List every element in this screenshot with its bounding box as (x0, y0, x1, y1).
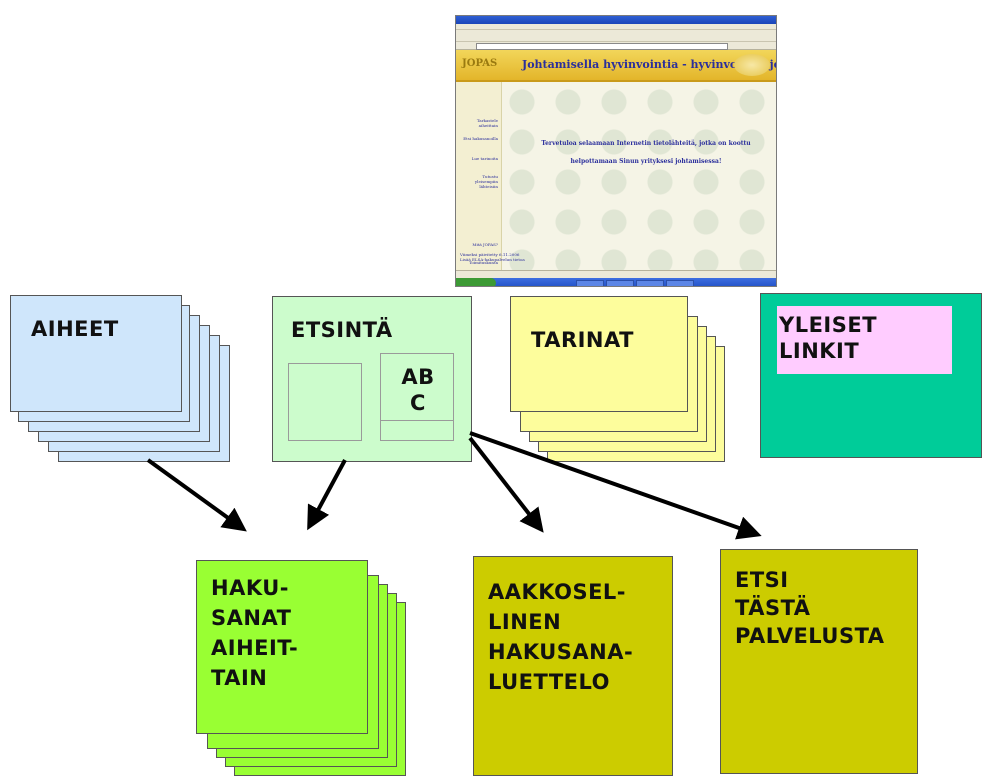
taskbar-item (606, 280, 634, 286)
browser-status-bar (456, 270, 776, 278)
etsinta-box: ETSINTÄ AB C (272, 296, 472, 462)
arrow-aiheet-to-hakusanat (146, 458, 247, 532)
site-title: Johtamisella hyvinvointia - hyvinvointia… (522, 58, 776, 71)
windows-taskbar (456, 278, 776, 286)
start-button (456, 278, 496, 286)
arrow-etsinta-to-hakusanat (307, 459, 347, 531)
etsi-palvelusta-box: ETSI TÄSTÄ PALVELUSTA (720, 549, 918, 774)
taskbar-item (576, 280, 604, 286)
browser-toolbar (456, 30, 776, 42)
taskbar-item (636, 280, 664, 286)
welcome-line-2: helpottamaan Sinun yrityksesi johtamises… (570, 158, 722, 165)
etsinta-label: ETSINTÄ (291, 318, 393, 342)
sidebar-link-5: Mitä JOPAS? (472, 242, 498, 247)
site-footer: Viimeksi päivitetty 6.11.2006 Lisää ELSA… (460, 252, 525, 262)
aiheet-card: AIHEET (10, 295, 182, 412)
yleiset-label-bg: YLEISET LINKIT (777, 306, 952, 374)
hakusanat-label: HAKU- SANAT AIHEIT- TAIN (211, 576, 299, 690)
footer-line-1: Viimeksi päivitetty 6.11.2006 (460, 252, 520, 257)
banner-decoration (734, 54, 770, 76)
site-logo: JOPAS (462, 58, 498, 69)
aakkosellinen-box: AAKKOSEL- LINEN HAKUSANA- LUETTELO (473, 556, 673, 776)
browser-title-bar (456, 16, 776, 24)
site-banner: JOPAS Johtamisella hyvinvointia - hyvinv… (456, 50, 776, 82)
yleiset-linkit-box: YLEISET LINKIT (760, 293, 982, 458)
site-content: Tervetuloa selaamaan Internetin tietoläh… (502, 82, 776, 270)
tarinat-label: TARINAT (531, 328, 634, 352)
website-screenshot: JOPAS Johtamisella hyvinvointia - hyvinv… (455, 15, 777, 287)
footer-line-2: Lisää ELSA-hakupalvelun tietoa (460, 257, 525, 262)
aiheet-label: AIHEET (31, 317, 119, 341)
browser-menu-bar (456, 24, 776, 30)
arrow-etsinta-to-etsi (469, 431, 762, 540)
welcome-line-1: Tervetuloa selaamaan Internetin tietoläh… (541, 140, 751, 147)
yleiset-label: YLEISET LINKIT (779, 313, 878, 363)
sidebar-link-3: Lue tarinoita (471, 156, 498, 161)
abc-label: AB C (401, 365, 435, 415)
taskbar-item (666, 280, 694, 286)
etsinta-search-panel (288, 363, 362, 441)
sidebar-link-1: Tarkastele aiheittain (476, 118, 498, 128)
tarinat-card: TARINAT (510, 296, 688, 412)
etsi-label: ETSI TÄSTÄ PALVELUSTA (735, 568, 885, 648)
hakusanat-card: HAKU- SANAT AIHEIT- TAIN (196, 560, 368, 734)
abc-panel-divider (381, 420, 453, 440)
site-sidebar: Tarkastele aiheittain Etsi hakusanoilla … (456, 82, 502, 270)
sidebar-link-6: Toimituskunta (469, 260, 498, 265)
etsinta-abc-panel: AB C (380, 353, 454, 441)
aakkosellinen-label: AAKKOSEL- LINEN HAKUSANA- LUETTELO (488, 580, 634, 694)
arrow-abc-to-aakkosellinen (468, 436, 544, 533)
sidebar-link-4: Tutustu yleisempiin lähteisiin (474, 174, 498, 189)
browser-address-bar (456, 42, 776, 50)
sidebar-link-2: Etsi hakusanoilla (463, 136, 498, 141)
